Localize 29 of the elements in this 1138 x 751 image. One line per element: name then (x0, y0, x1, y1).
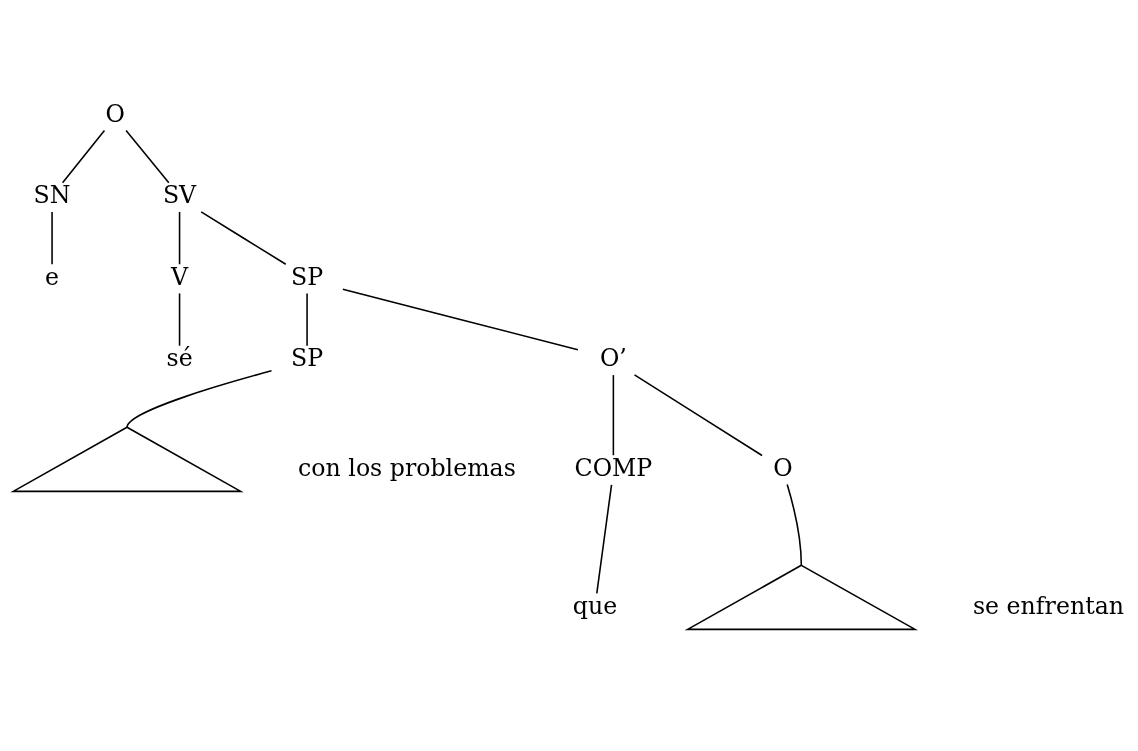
node-text: se enfrentan (972, 591, 1125, 620)
connector (342, 287, 579, 351)
connector (51, 210, 53, 265)
node-text: que (572, 591, 618, 620)
connector (306, 292, 308, 347)
node-text: sé (166, 343, 193, 372)
connector (786, 483, 803, 566)
connector (61, 129, 106, 183)
connector (178, 292, 181, 347)
node-text: SN (33, 180, 71, 209)
node-text: V (171, 262, 189, 291)
connector (612, 373, 615, 456)
connector (596, 483, 613, 594)
connector (125, 129, 170, 183)
node-text: O’ (599, 343, 627, 372)
node-text: SP (291, 262, 324, 291)
node-triangle (684, 563, 919, 630)
connector (178, 210, 181, 265)
connector (126, 369, 273, 428)
node-text: O (773, 453, 793, 482)
node-text: COMP (574, 453, 653, 482)
connector (633, 373, 763, 456)
node-text: e (45, 262, 60, 291)
connector (200, 210, 287, 265)
node-text: con los problemas (298, 453, 516, 482)
node-text: O (105, 99, 125, 127)
node-text: SV (162, 180, 197, 209)
node-triangle (10, 425, 244, 492)
node-text: SP (291, 343, 324, 372)
